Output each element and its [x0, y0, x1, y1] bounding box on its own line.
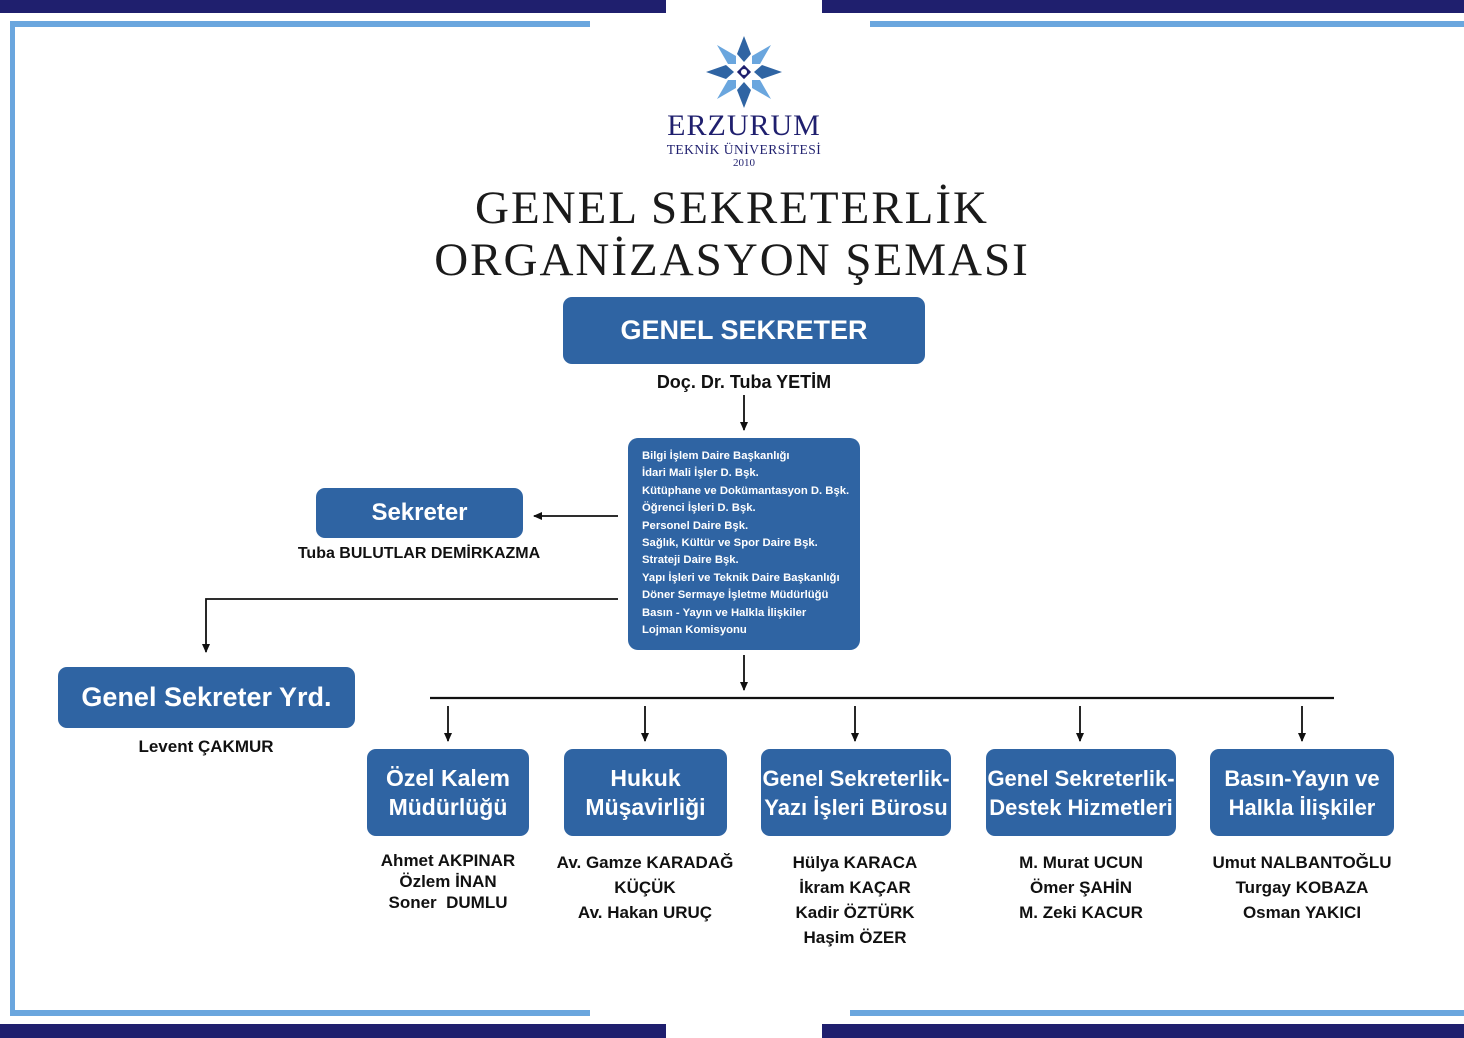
logo-name: ERZURUM [667, 109, 821, 142]
person-name: Hülya KARACA [792, 853, 918, 872]
person-name: Turgay KOBAZA [1235, 878, 1369, 897]
unit-box-press-public-relations: Basın-Yayın ve Halkla İlişkiler [1210, 749, 1394, 836]
unit-title-line-2: Destek Hizmetleri [989, 794, 1173, 820]
person-name: Özlem İNAN [399, 872, 497, 891]
unit-people-private-office: Ahmet AKPINAR Özlem İNAN Soner DUMLU [348, 850, 548, 913]
logo-subtitle: TEKNİK ÜNİVERSİTESİ [666, 142, 822, 157]
department-item: Öğrenci İşleri D. Bşk. [642, 502, 756, 515]
left-frame-line [10, 21, 15, 1015]
bottom-right-light-band [850, 1010, 1464, 1016]
unit-box-legal-counsel: Hukuk Müşavirliği [564, 749, 727, 836]
person-name: Ahmet AKPINAR [380, 851, 516, 870]
departments-box: Bilgi İşlem Daire Başkanlığı İdari Mali … [628, 438, 860, 650]
department-item: Kütüphane ve Dokümantasyon D. Bşk. [642, 484, 850, 497]
page-title-line-2: ORGANİZASYON ŞEMASI [434, 234, 1030, 286]
deputy-secretary-box: Genel Sekreter Yrd. [58, 667, 355, 728]
person-name: Haşim ÖZER [803, 928, 907, 947]
unit-title-line-1: Özel Kalem [386, 764, 510, 791]
unit-title-line-1: Hukuk [610, 764, 681, 791]
bottom-left-light-band [10, 1010, 590, 1016]
deputy-secretary-person: Levent ÇAKMUR [138, 737, 274, 756]
top-right-light-band [870, 21, 1464, 27]
department-item: Lojman Komisyonu [642, 624, 747, 637]
university-logo-icon [706, 36, 782, 108]
general-secretary-person: Doç. Dr. Tuba YETİM [656, 372, 832, 392]
person-name: Av. Gamze KARADAĞ KÜÇÜK [556, 853, 734, 897]
department-item: Basın - Yayın ve Halkla İlişkiler [642, 606, 807, 619]
department-item: Strateji Daire Bşk. [642, 554, 739, 567]
department-item: Personel Daire Bşk. [642, 519, 749, 532]
department-item: Sağlık, Kültür ve Spor Daire Bşk. [642, 537, 818, 550]
person-name: M. Zeki KACUR [1019, 903, 1143, 922]
top-right-navy-band [822, 0, 1464, 13]
unit-title-line-2: Müdürlüğü [388, 793, 508, 820]
person-name: Ömer ŞAHİN [1029, 878, 1133, 897]
unit-box-correspondence-office: Genel Sekreterlik- Yazı İşleri Bürosu [761, 749, 951, 836]
department-item: Döner Sermaye İşletme Müdürlüğü [642, 589, 829, 602]
person-name: İkram KAÇAR [799, 878, 911, 897]
secretary-box: Sekreter [316, 488, 523, 538]
unit-title-line-2: Yazı İşleri Bürosu [764, 794, 948, 820]
unit-people-correspondence-office: Hülya KARACA İkram KAÇAR Kadir ÖZTÜRK Ha… [755, 850, 955, 950]
person-name: Soner DUMLU [388, 893, 508, 912]
general-secretary-label: GENEL SEKRETER [620, 315, 868, 345]
unit-people-support-services: M. Murat UCUN Ömer ŞAHİN M. Zeki KACUR [981, 850, 1181, 925]
unit-people-press-public-relations: Umut NALBANTOĞLU Turgay KOBAZA Osman YAK… [1192, 850, 1412, 925]
person-name: Umut NALBANTOĞLU [1212, 853, 1392, 872]
unit-people-legal-counsel: Av. Gamze KARADAĞ KÜÇÜK Av. Hakan URUÇ [530, 850, 760, 925]
secretary-label: Sekreter [371, 499, 468, 526]
secretary-person: Tuba BULUTLAR DEMİRKAZMA [297, 545, 541, 562]
bottom-right-navy-band [822, 1024, 1464, 1038]
department-item: İdari Mali İşler D. Bşk. [642, 467, 759, 480]
top-left-light-band [10, 21, 590, 27]
person-name: Osman YAKICI [1242, 903, 1362, 922]
top-left-navy-band [0, 0, 666, 13]
person-name: M. Murat UCUN [1019, 853, 1143, 872]
bottom-left-navy-band [0, 1024, 666, 1038]
person-name: Kadir ÖZTÜRK [795, 903, 915, 922]
unit-title-line-2: Halkla İlişkiler [1228, 794, 1376, 820]
unit-title-line-1: Basın-Yayın ve [1224, 765, 1380, 791]
department-item: Yapı İşleri ve Teknik Daire Başkanlığı [642, 571, 840, 584]
deputy-secretary-label: Genel Sekreter Yrd. [81, 682, 332, 712]
unit-title-line-1: Genel Sekreterlik- [762, 765, 950, 791]
general-secretary-box: GENEL SEKRETER [563, 297, 925, 364]
page-title-line-1: GENEL SEKRETERLİK [475, 182, 989, 234]
unit-title-line-2: Müşavirliği [585, 793, 706, 820]
logo-year: 2010 [733, 157, 755, 169]
unit-title-line-1: Genel Sekreterlik- [987, 765, 1175, 791]
unit-box-support-services: Genel Sekreterlik- Destek Hizmetleri [986, 749, 1176, 836]
unit-box-private-office: Özel Kalem Müdürlüğü [367, 749, 529, 836]
department-item: Bilgi İşlem Daire Başkanlığı [642, 450, 790, 462]
person-name: Av. Hakan URUÇ [577, 903, 713, 922]
